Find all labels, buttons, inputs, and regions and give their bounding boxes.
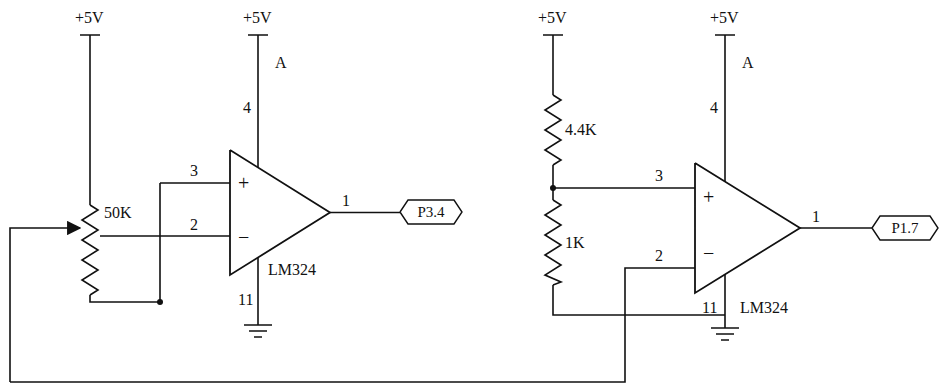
wire <box>257 35 259 167</box>
resistor-symbol <box>545 95 561 165</box>
pin-label: +5V <box>243 10 272 26</box>
port-label: P3.4 <box>400 200 462 224</box>
op-amp-symbol: +− <box>230 150 330 275</box>
port-label: P1.7 <box>872 216 938 240</box>
pin-label: +5V <box>538 10 567 26</box>
wire <box>552 35 554 95</box>
wire <box>552 165 554 200</box>
pin-label: 4 <box>243 100 251 116</box>
wire <box>10 268 695 382</box>
op-amp-outline <box>695 163 800 293</box>
pin-label: 4 <box>710 100 718 116</box>
wire <box>90 183 230 302</box>
pin-label: A <box>742 55 754 71</box>
supply-bar <box>543 34 735 36</box>
pin-label: +5V <box>75 10 104 26</box>
pin-label: 1 <box>342 193 350 209</box>
input-sign: − <box>238 227 249 247</box>
pin-label: 11 <box>702 300 717 316</box>
pin-label: 2 <box>655 248 663 264</box>
pin-label: 2 <box>190 217 198 233</box>
supply-bar <box>80 34 268 36</box>
pin-label: LM324 <box>268 262 316 278</box>
pin-label: +5V <box>710 10 739 26</box>
ground-symbol <box>244 325 272 337</box>
port-name: P3.4 <box>417 205 444 220</box>
pin-label: 3 <box>655 168 663 184</box>
potentiometer-symbol <box>82 205 98 295</box>
op-amp-symbol: +− <box>695 163 800 293</box>
pin-label: A <box>275 55 287 71</box>
resistor-symbol <box>545 200 561 285</box>
wire <box>89 35 91 205</box>
wire <box>100 235 230 237</box>
wire <box>257 258 259 325</box>
pin-label: 1 <box>812 209 820 225</box>
pin-label: 3 <box>190 163 198 179</box>
pin-label: 11 <box>238 292 253 308</box>
pin-label: 50K <box>104 205 132 221</box>
input-sign: − <box>703 243 714 263</box>
output-wire <box>330 212 400 214</box>
output-wire <box>800 227 872 229</box>
op-amp-outline <box>230 150 330 275</box>
ground-symbol <box>711 328 739 340</box>
wiper-wire <box>10 228 80 382</box>
junction-dot <box>550 185 556 191</box>
junction-dot <box>157 299 163 305</box>
pin-label: 1K <box>565 235 585 251</box>
input-sign: + <box>703 187 714 207</box>
input-sign: + <box>238 173 249 193</box>
port-name: P1.7 <box>891 221 918 236</box>
pin-label: 4.4K <box>565 122 597 138</box>
pin-label: LM324 <box>740 300 788 316</box>
